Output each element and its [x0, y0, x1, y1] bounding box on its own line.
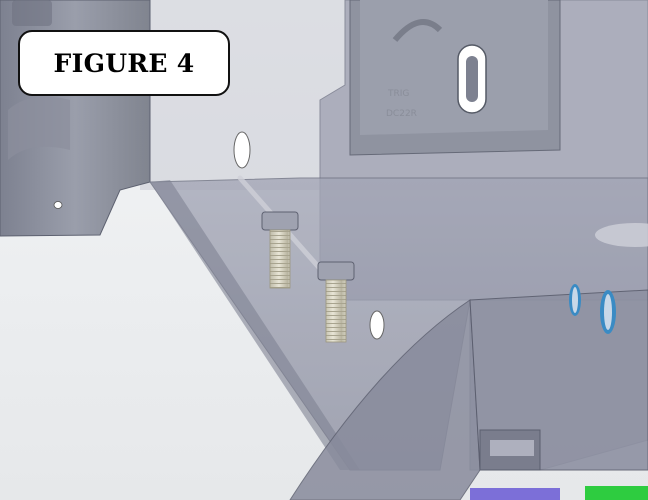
purple-part	[470, 488, 560, 500]
plate-hole-upper	[233, 131, 251, 169]
left-bracket-hole	[53, 201, 63, 209]
part-stamp-line2: DC22R	[386, 109, 417, 119]
hex-head-bolt-icon	[317, 261, 355, 343]
part-stamp-line1: TRIG	[387, 89, 409, 99]
green-part	[585, 486, 648, 500]
plate-hole-lower	[369, 310, 385, 340]
figure-label: FIGURE 4	[18, 30, 230, 96]
hex-head-bolt-icon	[261, 211, 299, 289]
lower-channel	[469, 223, 648, 471]
